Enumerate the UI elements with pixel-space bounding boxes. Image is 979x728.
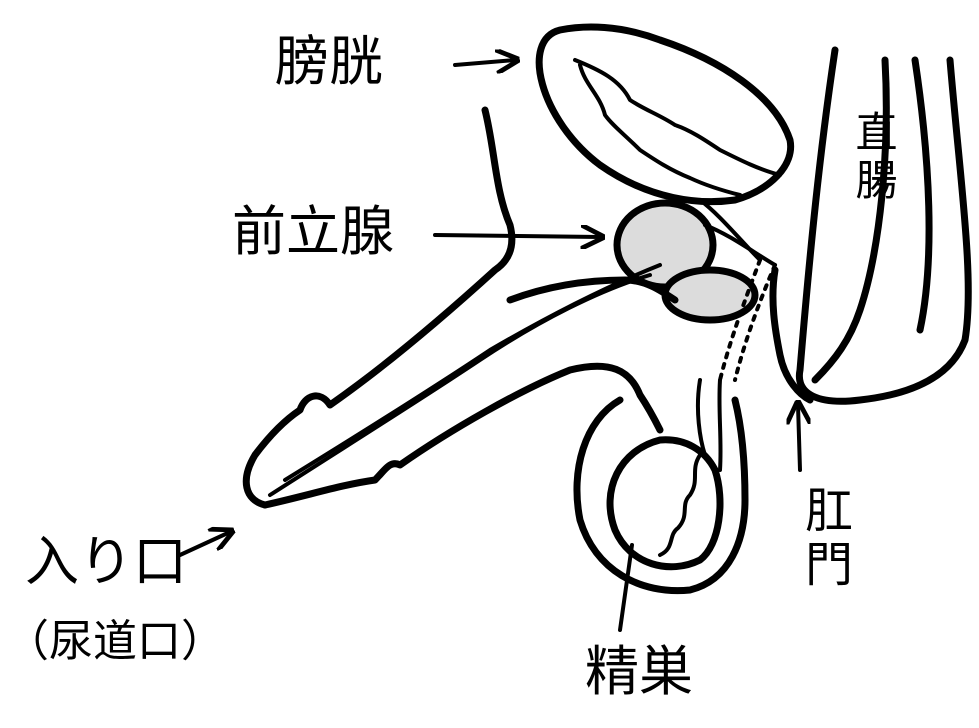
bladder-outline (539, 27, 790, 202)
testis-outline (610, 440, 720, 567)
rectum-label: 直腸 (852, 110, 894, 206)
seminal-label: 精巣 (585, 645, 693, 699)
penis-lower-outline (265, 366, 660, 505)
prostate-label: 前立腺 (232, 205, 394, 259)
spermatic-cord-2 (719, 380, 720, 470)
urethra-line (270, 275, 650, 495)
entrance-note-label: （尿道口） (5, 620, 225, 664)
entrance-arrow (180, 532, 230, 555)
anus-label: 肛門 (800, 485, 848, 593)
spermatic-cord (698, 380, 705, 455)
anus-arrow (798, 405, 800, 470)
entrance-label: 入り口 (25, 535, 187, 589)
rectum-wall-right (915, 60, 929, 330)
prostate-arrow (435, 235, 600, 237)
bladder-arrow (455, 60, 515, 65)
seminal-pointer (620, 545, 632, 630)
bladder-label: 膀胱 (275, 35, 383, 89)
penis-upper-outline (246, 110, 512, 505)
bladder-inner-wave (580, 65, 740, 195)
epididymis (660, 455, 700, 555)
